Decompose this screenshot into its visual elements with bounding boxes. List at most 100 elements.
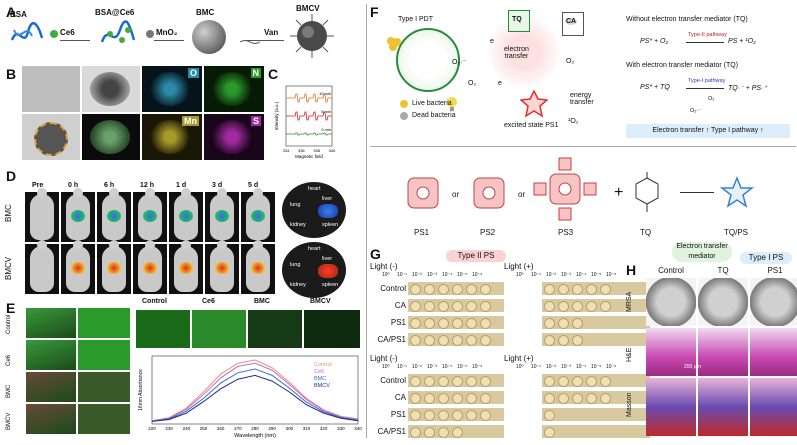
timepoint-0: Pre — [32, 182, 44, 189]
colony-spot — [466, 284, 477, 295]
mn-map-label: Mn — [182, 116, 199, 126]
colony-spot — [544, 284, 555, 295]
ce6-dot-icon — [50, 30, 58, 38]
signal-spot — [251, 262, 265, 274]
abs-axes — [151, 355, 359, 425]
dilution-label: 10⁻¹ — [397, 272, 407, 278]
signal-spot — [71, 210, 85, 222]
timepoint-6: 5 d — [248, 182, 259, 189]
colony-spot — [410, 410, 421, 421]
signal-spot — [107, 210, 121, 222]
bmc-sphere-icon — [192, 20, 226, 54]
dead-bacteria-cluster-icon — [386, 36, 402, 52]
abs-legend-2: BMC — [314, 376, 326, 382]
g-row-label: CA — [394, 393, 406, 402]
ivis-cell — [169, 240, 203, 294]
abs-xtick-7: 290 — [268, 426, 276, 431]
biofilm-2d-1 — [78, 340, 130, 370]
signal-spot — [215, 262, 229, 274]
light-off-label: Light (-) — [370, 262, 398, 271]
biofilm-2d-2 — [78, 372, 130, 402]
colony-spot — [424, 410, 435, 421]
ps3-molecule-icon — [530, 154, 600, 224]
esr-legend-1: 5 min — [321, 109, 331, 114]
bsa-ce6-icon — [100, 20, 136, 52]
abs-xtick-10: 320 — [320, 426, 328, 431]
abs-xtick-6: 280 — [251, 426, 259, 431]
eq2-o2-minus: O₂·⁻ — [690, 108, 702, 114]
ivis-cell — [25, 188, 59, 242]
colony-spot — [438, 376, 449, 387]
colony-spot — [466, 335, 477, 346]
spot-strip — [542, 408, 650, 421]
g-row-label: Control — [380, 376, 406, 385]
biofilm-3d-3 — [26, 404, 76, 434]
colony-spot — [424, 393, 435, 404]
ivis-cell — [61, 188, 95, 242]
histology-cell — [646, 278, 696, 326]
colony-spot — [572, 393, 583, 404]
colony-spot — [410, 427, 421, 438]
colony-spot — [410, 301, 421, 312]
mouse-icon — [246, 188, 270, 240]
dilution-label: 10⁻⁶ — [472, 364, 483, 370]
timepoint-2: 6 h — [104, 182, 115, 189]
signal-spot — [215, 210, 229, 222]
spot-strip — [542, 316, 650, 329]
o2-label-2: O₂ — [566, 58, 575, 65]
timepoint-1: 0 h — [68, 182, 79, 189]
signal-spot — [143, 210, 157, 222]
colony-spot — [438, 284, 449, 295]
colony-spot — [466, 318, 477, 329]
live-bacteria-label: Live bacteria — [412, 100, 452, 107]
biofilm-3d-2 — [26, 372, 76, 402]
dilution-label: 10⁻⁵ — [591, 272, 602, 278]
colony-spot — [466, 301, 477, 312]
colony-spot — [452, 301, 463, 312]
abs-xtick-5: 270 — [234, 426, 242, 431]
abs-series-2 — [151, 368, 359, 422]
colony-spot — [452, 376, 463, 387]
light-bulb-icon — [446, 96, 458, 112]
van-label: Van — [264, 28, 279, 37]
abs-xtick-9: 310 — [303, 426, 311, 431]
column-divider — [366, 4, 367, 438]
dilution-label: 10⁻² — [546, 364, 556, 370]
colony-spot — [586, 376, 597, 387]
panel-c-label: C — [268, 66, 279, 82]
signal-spot — [179, 262, 193, 274]
colony-spot — [424, 284, 435, 295]
colony-spot — [572, 284, 583, 295]
colony-spot — [480, 335, 491, 346]
bmc-label: BMC — [196, 8, 215, 17]
e-fluor-control — [136, 310, 190, 348]
colony-spot — [466, 410, 477, 421]
colony-spot — [466, 393, 477, 404]
esr-series-2 — [286, 132, 332, 136]
abs-xlabel: Wavelength (nm) — [234, 433, 276, 439]
colony-spot — [544, 335, 555, 346]
eq1-right: PS + ¹O₂ — [728, 38, 756, 45]
haadf-image — [82, 66, 140, 112]
abs-xtick-0: 220 — [148, 426, 156, 431]
mno2-dot-icon — [146, 30, 154, 38]
dilution-label: 10⁰ — [382, 272, 390, 278]
abs-legend-1: Ce6 — [314, 369, 324, 375]
ca-label: CA — [565, 18, 578, 25]
eq2-left: PS* + TQ — [640, 84, 670, 91]
colony-spot — [558, 284, 569, 295]
colony-spot — [586, 301, 597, 312]
colony-spot — [558, 318, 569, 329]
signal-spot — [143, 262, 157, 274]
colony-spot — [424, 376, 435, 387]
ivis-cell — [241, 188, 275, 242]
colony-spot — [572, 335, 583, 346]
dilution-label: 10⁻¹ — [397, 364, 407, 370]
histology-cell — [646, 378, 696, 436]
tqps-label: TQ/PS — [724, 228, 749, 237]
eq2-pathway: Type-I pathway — [688, 78, 726, 84]
biofilm-3d-1 — [26, 340, 76, 370]
